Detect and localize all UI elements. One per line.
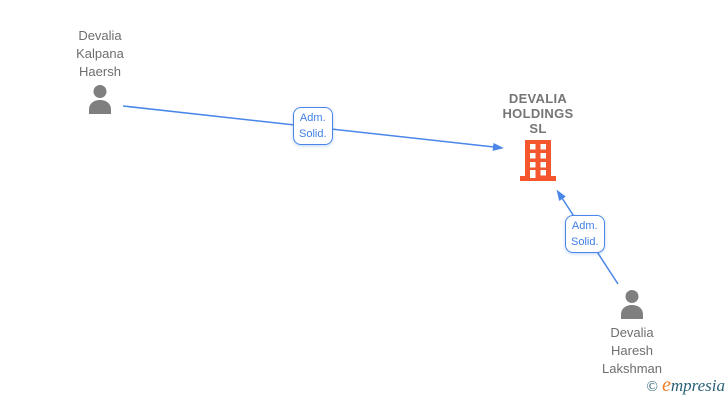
brand-rest: mpresia <box>670 376 725 395</box>
person-node-devalia-kalpana-haersh[interactable]: Devalia Kalpana Haersh <box>40 27 160 119</box>
person-node-devalia-haresh-lakshman[interactable]: Devalia Haresh Lakshman <box>572 286 692 378</box>
company-name-label: DEVALIA HOLDINGS SL <box>502 91 574 136</box>
edge-label-adm-solid-2: Adm. Solid. <box>565 215 605 253</box>
copyright-icon: © <box>646 379 658 395</box>
building-icon <box>520 139 556 187</box>
person-icon <box>86 84 114 119</box>
person-name-label: Devalia Kalpana Haersh <box>76 28 124 79</box>
edge-label-adm-solid-1: Adm. Solid. <box>293 107 333 145</box>
empresia-watermark: ©empresia <box>647 374 725 397</box>
person-icon <box>618 289 646 324</box>
brand-initial: e <box>661 374 671 396</box>
company-node-devalia-holdings-sl[interactable]: DEVALIA HOLDINGS SL <box>478 91 598 187</box>
person-name-label: Devalia Haresh Lakshman <box>602 325 662 376</box>
